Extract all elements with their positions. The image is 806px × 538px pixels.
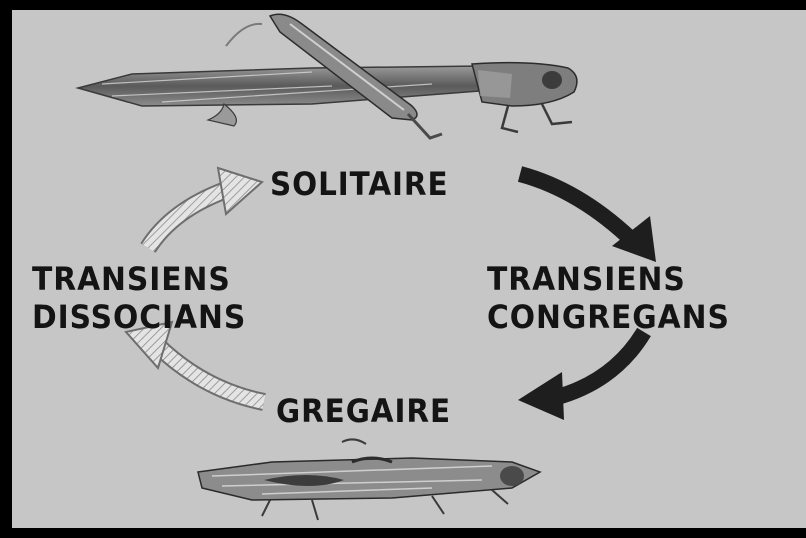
diagram-panel: SOLITAIRE TRANSIENS CONGREGANS GREGAIRE … [12, 10, 806, 528]
arrow-congregans-to-gregaire [518, 332, 644, 420]
arrow-dissocians-to-solitaire [148, 168, 262, 248]
label-line-transiens: TRANSIENS [487, 263, 730, 295]
label-line-transiens: TRANSIENS [32, 263, 246, 295]
solitary-locust-image [78, 14, 577, 138]
stage-label-gregaire: GREGAIRE [276, 395, 451, 427]
stage-label-transiens-congregans: TRANSIENS CONGREGANS [487, 263, 730, 333]
arrow-solitaire-to-congregans [520, 174, 656, 262]
label-line-dissocians: DISSOCIANS [32, 301, 246, 333]
gregarious-locust-image [198, 439, 540, 520]
stage-label-transiens-dissocians: TRANSIENS DISSOCIANS [32, 263, 246, 333]
label-line-congregans: CONGREGANS [487, 301, 730, 333]
stage-label-solitaire: SOLITAIRE [270, 168, 449, 200]
